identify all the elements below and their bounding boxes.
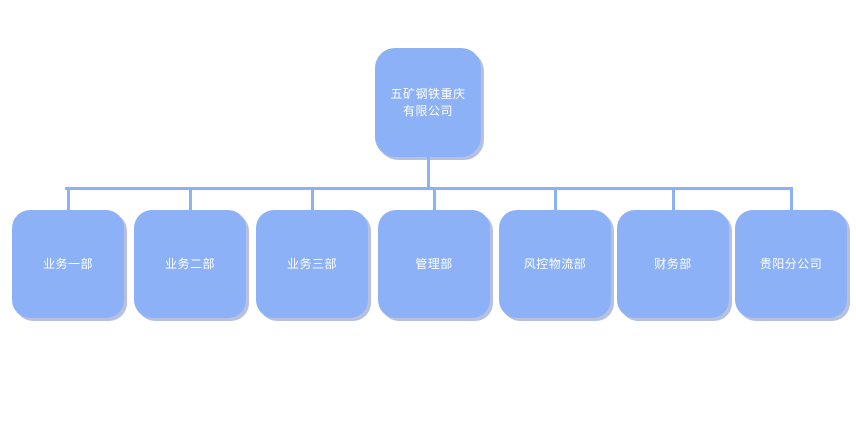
connector-bus bbox=[65, 187, 791, 190]
org-node-child-6-label: 财务部 bbox=[654, 256, 692, 271]
connector-root-stem bbox=[427, 157, 430, 190]
org-node-child-5[interactable]: 风控物流部 bbox=[499, 210, 611, 318]
org-node-child-5-label: 风控物流部 bbox=[523, 256, 587, 271]
org-node-child-7-label: 贵阳分公司 bbox=[759, 256, 823, 271]
connector-drop-6 bbox=[672, 187, 675, 210]
connector-drop-5 bbox=[554, 187, 557, 210]
org-node-child-7[interactable]: 贵阳分公司 bbox=[735, 210, 847, 318]
org-node-root[interactable]: 五矿钢铁重庆 有限公司 bbox=[375, 48, 481, 157]
connector-drop-1 bbox=[67, 187, 70, 210]
org-node-child-1-label: 业务一部 bbox=[42, 256, 93, 271]
org-node-child-3-label: 业务三部 bbox=[286, 256, 337, 271]
connector-drop-2 bbox=[189, 187, 192, 210]
org-node-child-3[interactable]: 业务三部 bbox=[256, 210, 368, 318]
org-node-child-2-label: 业务二部 bbox=[164, 256, 215, 271]
org-node-child-4-label: 管理部 bbox=[415, 256, 453, 271]
connector-drop-4 bbox=[433, 187, 436, 210]
org-node-child-4[interactable]: 管理部 bbox=[378, 210, 490, 318]
connector-drop-3 bbox=[311, 187, 314, 210]
org-node-child-1[interactable]: 业务一部 bbox=[12, 210, 124, 318]
org-node-child-2[interactable]: 业务二部 bbox=[134, 210, 246, 318]
org-node-child-6[interactable]: 财务部 bbox=[617, 210, 729, 318]
connector-drop-7 bbox=[790, 187, 793, 210]
org-node-root-label: 五矿钢铁重庆 有限公司 bbox=[390, 86, 466, 118]
